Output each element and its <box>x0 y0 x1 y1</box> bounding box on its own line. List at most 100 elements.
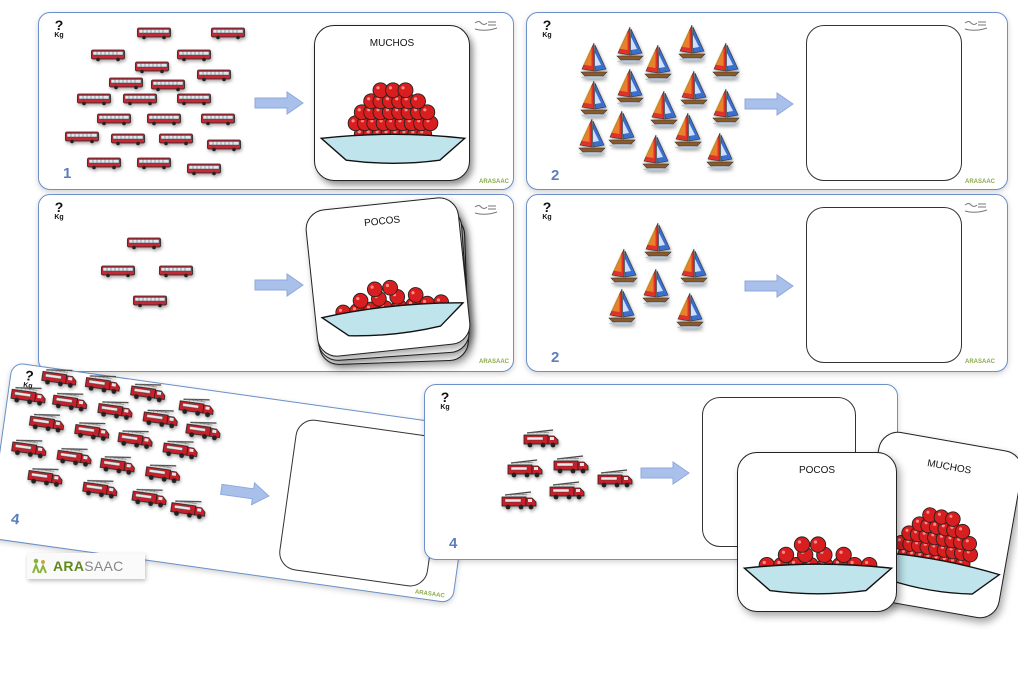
fire-truck-icon <box>168 497 207 527</box>
sailboat-icon <box>641 133 671 176</box>
sailboat-icon <box>705 131 735 174</box>
bus-icon <box>151 79 185 97</box>
sailboat-icon <box>579 41 609 84</box>
sailboat-icon <box>679 69 709 112</box>
sailboat-icon <box>711 41 741 84</box>
scribble-icon <box>964 203 988 213</box>
fire-truck-icon <box>130 485 169 515</box>
bus-icon <box>201 113 235 131</box>
sailboat-icon <box>641 267 671 310</box>
brand-label: ARASAAC <box>414 589 445 600</box>
logo-text-saac: SAAC <box>84 558 124 574</box>
scribble-icon <box>474 21 498 31</box>
activity-card-2: ?Kg 2 ARASAAC <box>526 12 1008 190</box>
fire-truck-icon <box>9 383 48 413</box>
empty-answer-box[interactable] <box>276 417 447 589</box>
card-number: 4 <box>9 510 21 529</box>
bus-icon <box>109 77 143 95</box>
sailboat-icon <box>579 79 609 122</box>
bus-icon <box>97 113 131 131</box>
arrow-right-icon <box>254 273 304 297</box>
fire-truck-icon <box>95 397 134 427</box>
fire-truck-icon <box>83 371 122 401</box>
sailboat-icon <box>679 247 709 290</box>
empty-answer-box[interactable] <box>806 25 962 181</box>
bus-icon <box>177 93 211 111</box>
arasaac-logo: ARASAAC <box>27 553 145 579</box>
sailboat-icon <box>615 67 645 110</box>
bowl-few-icon <box>320 279 465 337</box>
card-number: 2 <box>551 167 560 184</box>
question-weight-icon: ?Kg <box>542 199 552 221</box>
question-weight-icon: ?Kg <box>542 17 552 39</box>
brand-label: ARASAAC <box>965 179 995 185</box>
question-weight-icon: ?Kg <box>54 17 64 39</box>
fire-truck-icon <box>183 418 222 448</box>
bus-icon <box>177 49 211 67</box>
picture-card-pocos-loose[interactable]: POCOS <box>737 452 897 612</box>
bus-icon <box>207 139 241 157</box>
card-number: 1 <box>63 165 72 182</box>
fire-truck-icon <box>128 380 167 410</box>
fire-truck-icon <box>72 418 111 448</box>
bus-icon <box>211 27 245 45</box>
fire-truck-icon <box>143 461 182 491</box>
arrow-right-icon <box>220 481 270 506</box>
bowl-few-icon <box>742 536 894 595</box>
fire-truck-icon <box>55 444 94 474</box>
sailboat-icon <box>609 247 639 290</box>
bowl-many-icon <box>865 507 1001 595</box>
fire-truck-icon <box>98 452 137 482</box>
bus-icon <box>137 157 171 175</box>
bus-icon <box>127 237 161 255</box>
fire-truck-icon <box>507 459 543 484</box>
bus-icon <box>77 93 111 111</box>
fire-truck-icon <box>549 481 585 506</box>
fire-truck-icon <box>25 464 64 494</box>
fire-truck-icon <box>27 410 66 440</box>
bus-icon <box>101 265 135 283</box>
fire-truck-icon <box>50 389 89 419</box>
fire-truck-icon <box>553 455 589 480</box>
empty-answer-box[interactable] <box>806 207 962 363</box>
fire-truck-icon <box>597 469 633 494</box>
bus-icon <box>111 133 145 151</box>
logo-text-ara: ARA <box>53 558 85 574</box>
bus-icon <box>123 93 157 111</box>
scribble-icon <box>964 21 988 31</box>
sailboat-icon <box>649 89 679 132</box>
bowl-many-icon <box>319 82 467 164</box>
card-number: 4 <box>449 535 458 552</box>
picture-card-muchos-loose[interactable]: MUCHOS <box>852 428 1018 622</box>
card-label-pocos: POCOS <box>798 465 836 476</box>
fire-truck-icon <box>9 436 48 466</box>
bus-icon <box>133 295 167 313</box>
sailboat-icon <box>643 43 673 86</box>
bus-icon <box>197 69 231 87</box>
fire-truck-icon <box>80 476 119 506</box>
bus-icon <box>137 27 171 45</box>
activity-card-4: ?Kg 2 ARASAAC <box>526 194 1008 372</box>
brand-label: ARASAAC <box>479 359 509 365</box>
sailboat-icon <box>677 23 707 66</box>
fire-truck-icon <box>523 429 559 454</box>
fire-truck-icon <box>161 437 200 467</box>
scribble-icon <box>474 205 498 215</box>
picture-card-pocos: POCOS <box>303 195 473 359</box>
arrow-right-icon <box>254 91 304 115</box>
question-weight-icon: ?Kg <box>54 199 64 221</box>
arrow-right-icon <box>744 274 794 298</box>
sailboat-icon <box>711 87 741 130</box>
brand-label: ARASAAC <box>479 179 509 185</box>
fire-truck-icon <box>116 427 155 457</box>
sailboat-icon <box>675 291 705 334</box>
fire-truck-icon <box>501 491 537 516</box>
bus-icon <box>159 133 193 151</box>
brand-label: ARASAAC <box>965 359 995 365</box>
bus-icon <box>65 131 99 149</box>
activity-card-3: ?Kg ARASAAC POCOS <box>38 194 514 372</box>
sailboat-icon <box>607 287 637 330</box>
sailboat-icon <box>577 117 607 160</box>
card-number: 2 <box>551 349 560 366</box>
bus-icon <box>187 163 221 181</box>
